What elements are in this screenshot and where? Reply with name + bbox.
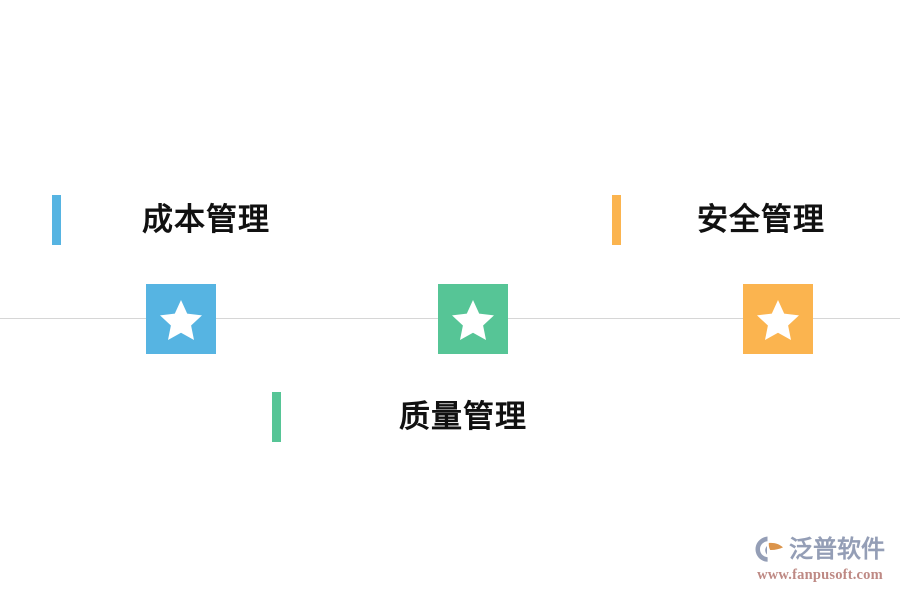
label-cost: 成本管理 bbox=[142, 201, 270, 238]
accent-bar-safety bbox=[612, 195, 621, 245]
label-safety: 安全管理 bbox=[697, 201, 825, 238]
label-group-quality[interactable]: 质量管理 bbox=[272, 392, 527, 442]
watermark: 泛普软件 www.fanpusoft.com bbox=[754, 532, 886, 588]
star-icon bbox=[146, 284, 216, 354]
watermark-brand-text: 泛普软件 bbox=[789, 535, 885, 563]
label-group-cost[interactable]: 成本管理 bbox=[52, 195, 270, 245]
accent-bar-cost bbox=[52, 195, 61, 245]
star-icon bbox=[438, 284, 508, 354]
milestone-node-cost[interactable] bbox=[146, 284, 216, 354]
watermark-brand-row: 泛普软件 bbox=[754, 532, 886, 566]
label-group-safety[interactable]: 安全管理 bbox=[612, 195, 825, 245]
milestone-node-safety[interactable] bbox=[743, 284, 813, 354]
fanpusoft-logo-icon bbox=[755, 536, 783, 562]
milestone-node-quality[interactable] bbox=[438, 284, 508, 354]
label-quality: 质量管理 bbox=[399, 398, 527, 435]
watermark-url-text: www.fanpusoft.com bbox=[757, 567, 883, 583]
star-icon bbox=[743, 284, 813, 354]
accent-bar-quality bbox=[272, 392, 281, 442]
